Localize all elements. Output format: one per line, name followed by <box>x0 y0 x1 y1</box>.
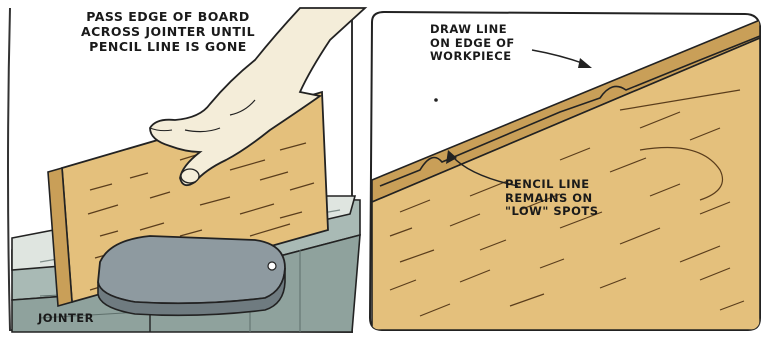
draw-line-caption-2: ON EDGE OF <box>430 37 515 51</box>
right-panel <box>370 12 760 330</box>
draw-line-caption-1: DRAW LINE <box>430 23 515 37</box>
instruction-line-1: PASS EDGE OF BOARD <box>48 10 288 25</box>
instruction-line-2: ACROSS JOINTER UNTIL <box>48 25 288 40</box>
draw-line-caption: DRAW LINE ON EDGE OF WORKPIECE <box>430 23 515 64</box>
instruction-caption: PASS EDGE OF BOARD ACROSS JOINTER UNTIL … <box>48 10 288 54</box>
thumbnail <box>181 169 199 183</box>
guard-top <box>98 236 285 303</box>
pencil-line-caption: PENCIL LINE REMAINS ON "LOW" SPOTS <box>505 178 598 219</box>
blade-guard <box>98 236 285 315</box>
pencil-line-caption-1: PENCIL LINE <box>505 178 598 192</box>
pencil-line-caption-2: REMAINS ON <box>505 192 598 206</box>
left-panel <box>8 8 365 332</box>
draw-line-caption-3: WORKPIECE <box>430 50 515 64</box>
pencil-line-caption-3: "LOW" SPOTS <box>505 205 598 219</box>
instruction-line-3: PENCIL LINE IS GONE <box>48 40 288 55</box>
guard-pivot-icon <box>268 262 276 270</box>
jointer-label: JOINTER <box>38 312 94 326</box>
